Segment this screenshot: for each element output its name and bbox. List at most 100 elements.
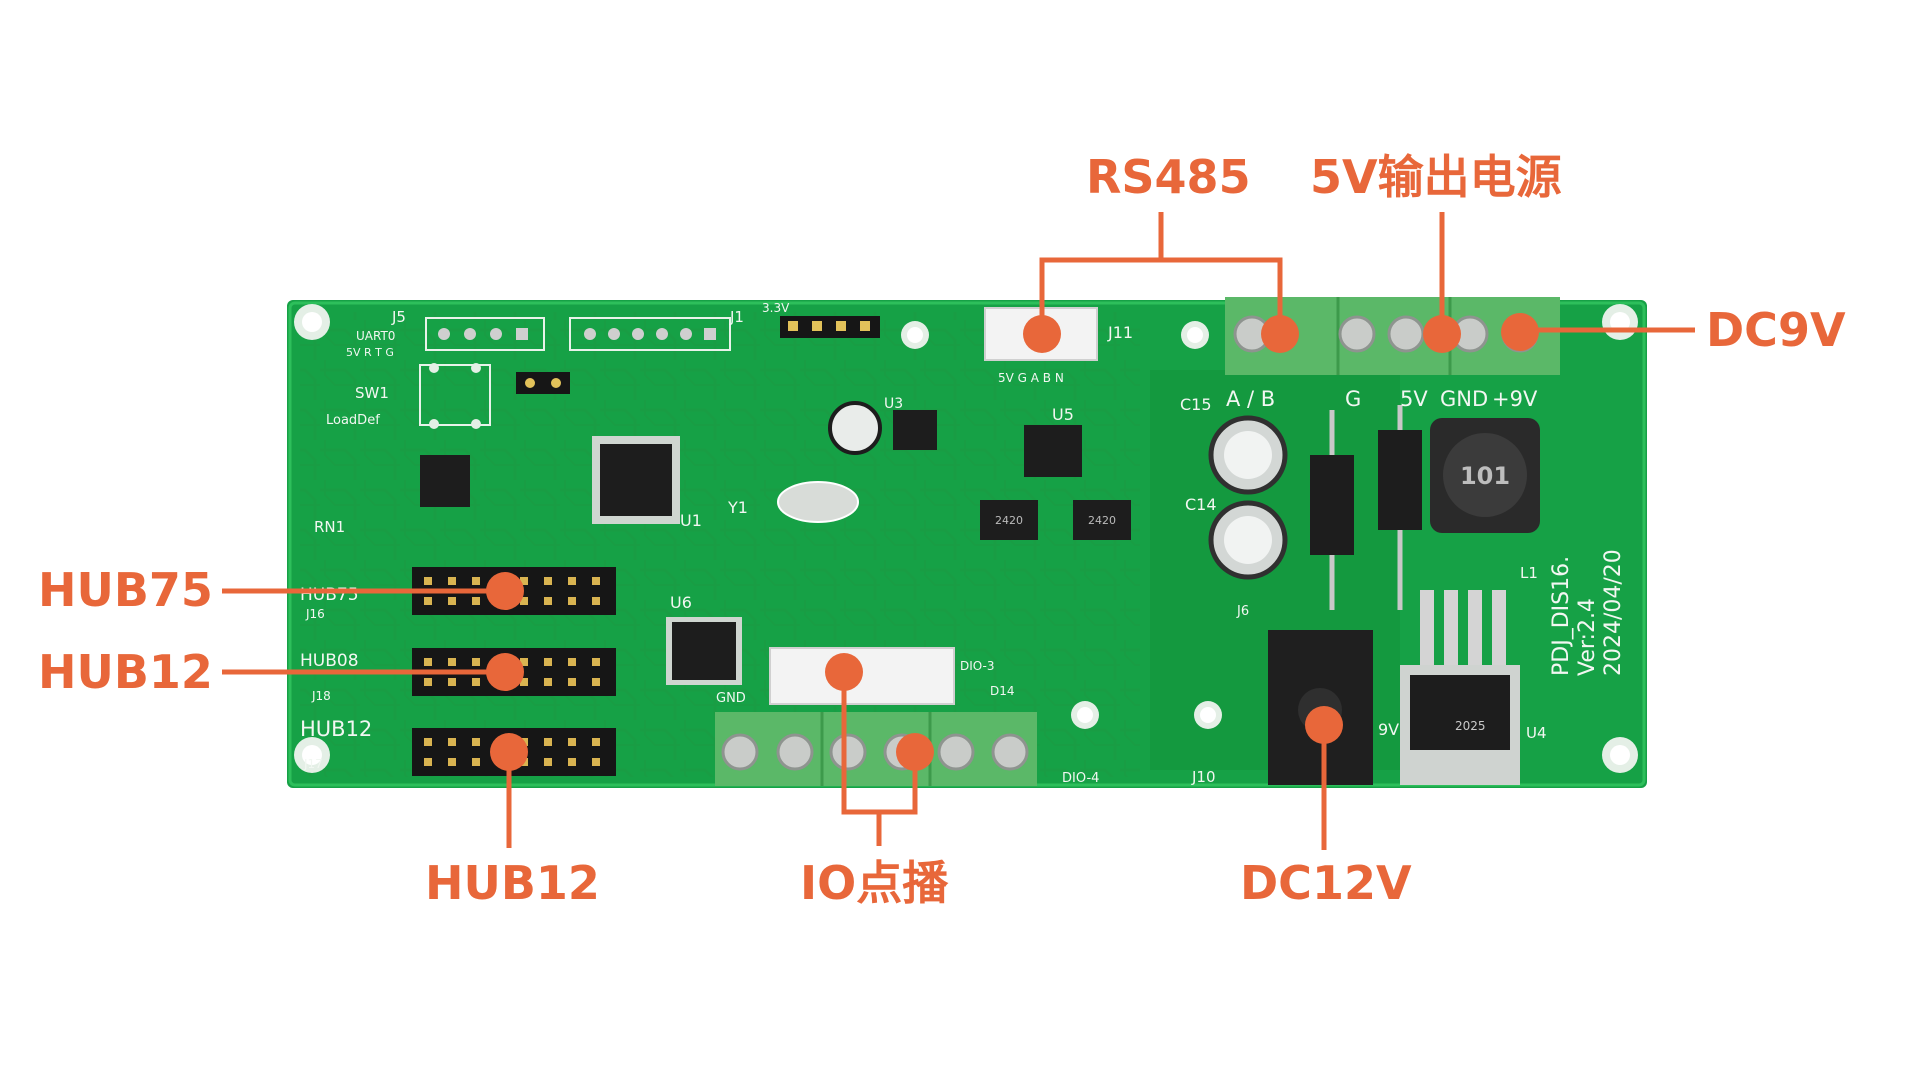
header-pin — [568, 678, 576, 686]
silk-hub12: HUB12 — [300, 717, 372, 741]
chip-u3 — [893, 410, 937, 450]
silk-33v: 3.3V — [762, 301, 790, 315]
terminal-block-bottom — [715, 712, 1037, 786]
terminal-screw — [776, 733, 814, 771]
silk-model: PDJ_DIS16. — [1549, 556, 1574, 676]
header-pin — [424, 658, 432, 666]
terminal-screw — [1387, 315, 1425, 353]
header-pin — [544, 758, 552, 766]
header-pin — [568, 758, 576, 766]
silk-u4: U4 — [1526, 724, 1547, 742]
silk-term-g: G — [1345, 387, 1361, 411]
silk-j11-pins: 5V G A B N — [998, 371, 1064, 385]
header-pin — [520, 597, 528, 605]
silk-hub75: HUB75 — [300, 585, 359, 605]
callout-dc12v: DC12V — [1240, 856, 1412, 910]
callout-io-broadcast: IO点播 — [800, 856, 949, 910]
header-pin — [424, 597, 432, 605]
silkscreen: J5 J1 UART0 5V R T G SW1 LoadDef 3.3V J1… — [300, 301, 1626, 786]
header-33v — [780, 316, 880, 338]
header-pin — [592, 738, 600, 746]
silk-u1: U1 — [680, 511, 702, 530]
header-pin — [424, 678, 432, 686]
header-pin — [544, 738, 552, 746]
header-pin — [448, 658, 456, 666]
header-j5 — [425, 317, 545, 351]
silk-y1: Y1 — [727, 498, 748, 517]
chip-eeprom — [420, 455, 470, 507]
silk-version: Ver:2.4 — [1575, 598, 1600, 676]
terminal-screw — [1338, 315, 1376, 353]
chip-mcu — [592, 436, 680, 524]
inductor-l1: 101 — [1430, 418, 1540, 533]
silk-ic: 2025 — [1455, 719, 1486, 733]
silk-j1: J1 — [729, 308, 744, 326]
header-pin — [592, 678, 600, 686]
chip-u5 — [1024, 425, 1082, 477]
header-pin — [592, 597, 600, 605]
terminal-screw — [991, 733, 1029, 771]
callout-hub75: HUB75 — [38, 563, 213, 617]
silk-j10: J10 — [1191, 768, 1216, 786]
silk-term-9v: +9V — [1492, 387, 1538, 411]
power-diode-d4 — [1378, 405, 1422, 610]
header-pin — [544, 597, 552, 605]
header-pin — [424, 577, 432, 585]
silk-dio4: DIO-4 — [1062, 771, 1099, 786]
silk-l1: L1 — [1520, 564, 1538, 582]
crystal-y1 — [777, 481, 859, 523]
callout-hub12-bottom: HUB12 — [425, 856, 600, 910]
mounting-holes — [294, 304, 1638, 773]
silk-j16: J16 — [305, 607, 325, 621]
silk-9v: 9V — [1378, 720, 1399, 739]
power-diode-d3 — [1310, 410, 1354, 610]
capacitor-c11 — [828, 401, 882, 455]
header-pin — [568, 738, 576, 746]
silk-term-gnd: GND — [1440, 387, 1488, 411]
header-pin — [448, 738, 456, 746]
leader-io — [841, 672, 918, 846]
callout-hub12-mid: HUB12 — [38, 645, 213, 699]
diode-label: 2420 — [1088, 514, 1116, 527]
silk-u3: U3 — [884, 396, 903, 412]
header-pin — [544, 577, 552, 585]
capacitor-c14 — [1208, 500, 1288, 580]
header-pin — [472, 577, 480, 585]
callout-dots — [486, 313, 1539, 771]
header-pin — [448, 597, 456, 605]
silk-j18: J18 — [311, 689, 331, 703]
header-pin — [568, 658, 576, 666]
chip-u6 — [666, 617, 742, 685]
callout-lines — [222, 212, 1695, 850]
callout-5v-output: 5V输出电源 — [1310, 150, 1562, 204]
header-pin — [424, 738, 432, 746]
diode-d5: 2420 — [1073, 500, 1131, 540]
capacitor-c15 — [1208, 415, 1288, 495]
callout-rs485: RS485 — [1086, 150, 1251, 204]
header-j2 — [516, 372, 570, 394]
header-pin — [472, 738, 480, 746]
diode-d6: 2420 — [980, 500, 1038, 540]
header-pin — [568, 597, 576, 605]
silk-j17: J17 — [303, 757, 323, 771]
header-j1 — [569, 317, 731, 351]
silk-u6: U6 — [670, 593, 692, 612]
header-pin — [592, 658, 600, 666]
header-pin — [544, 678, 552, 686]
terminal-screw — [829, 733, 867, 771]
silk-c15: C15 — [1180, 395, 1212, 414]
header-pin — [544, 658, 552, 666]
header-pin — [520, 577, 528, 585]
header-pin — [520, 658, 528, 666]
header-pin — [448, 678, 456, 686]
header-pin — [592, 577, 600, 585]
silk-gnd: GND — [716, 691, 746, 706]
regulator-u4 — [1400, 590, 1520, 785]
silk-hub08: HUB08 — [300, 651, 359, 671]
silk-rn1: RN1 — [314, 518, 345, 536]
silk-j5: J5 — [391, 308, 406, 326]
silk-uart-pins: 5V R T G — [346, 346, 394, 359]
pcb-traces — [300, 312, 1140, 777]
